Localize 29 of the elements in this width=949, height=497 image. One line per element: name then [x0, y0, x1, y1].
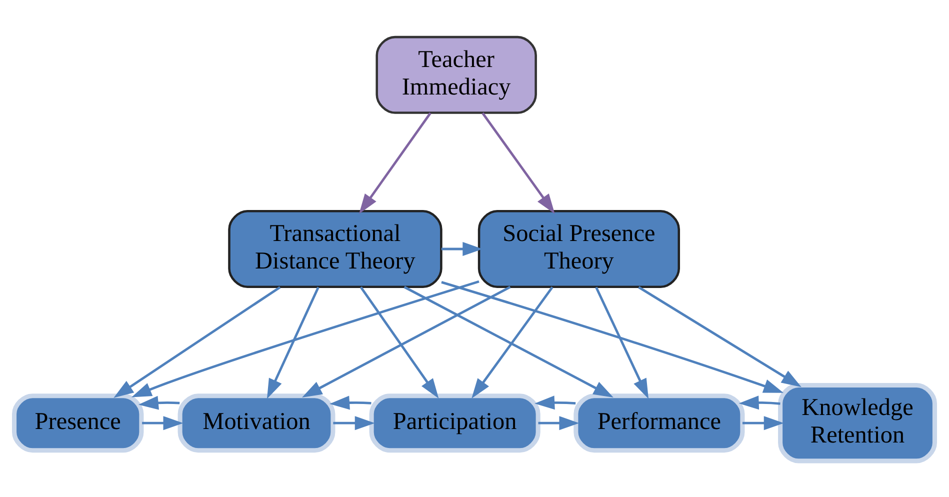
- arrow: [738, 395, 780, 410]
- node-box: Performance: [574, 393, 745, 452]
- node-box: Presence: [12, 393, 144, 452]
- arrow: [404, 285, 614, 397]
- arrow: [138, 395, 180, 410]
- arrow: [638, 286, 802, 387]
- arrow: [742, 416, 784, 430]
- arrow: [359, 112, 432, 214]
- node-box: Participation: [369, 393, 540, 452]
- arrow: [330, 395, 372, 410]
- node-box: Knowledge Retention: [778, 382, 937, 463]
- arrow: [441, 242, 483, 256]
- arrow: [302, 285, 511, 397]
- arrow: [114, 286, 281, 398]
- arrow: [266, 286, 320, 398]
- node-box: Transactional Distance Theory: [228, 210, 442, 288]
- arrow: [142, 416, 184, 430]
- arrow: [441, 280, 784, 392]
- arrow: [333, 416, 375, 430]
- arrow: [472, 286, 554, 398]
- node-box: Teacher Immediacy: [376, 35, 537, 114]
- arrow: [534, 395, 576, 410]
- arrow: [595, 286, 649, 398]
- node-box: Social Presence Theory: [478, 210, 680, 288]
- arrow: [482, 112, 555, 214]
- node-box: Motivation: [178, 393, 336, 452]
- arrow: [360, 286, 439, 398]
- arrow: [538, 416, 580, 430]
- arrow: [132, 280, 480, 397]
